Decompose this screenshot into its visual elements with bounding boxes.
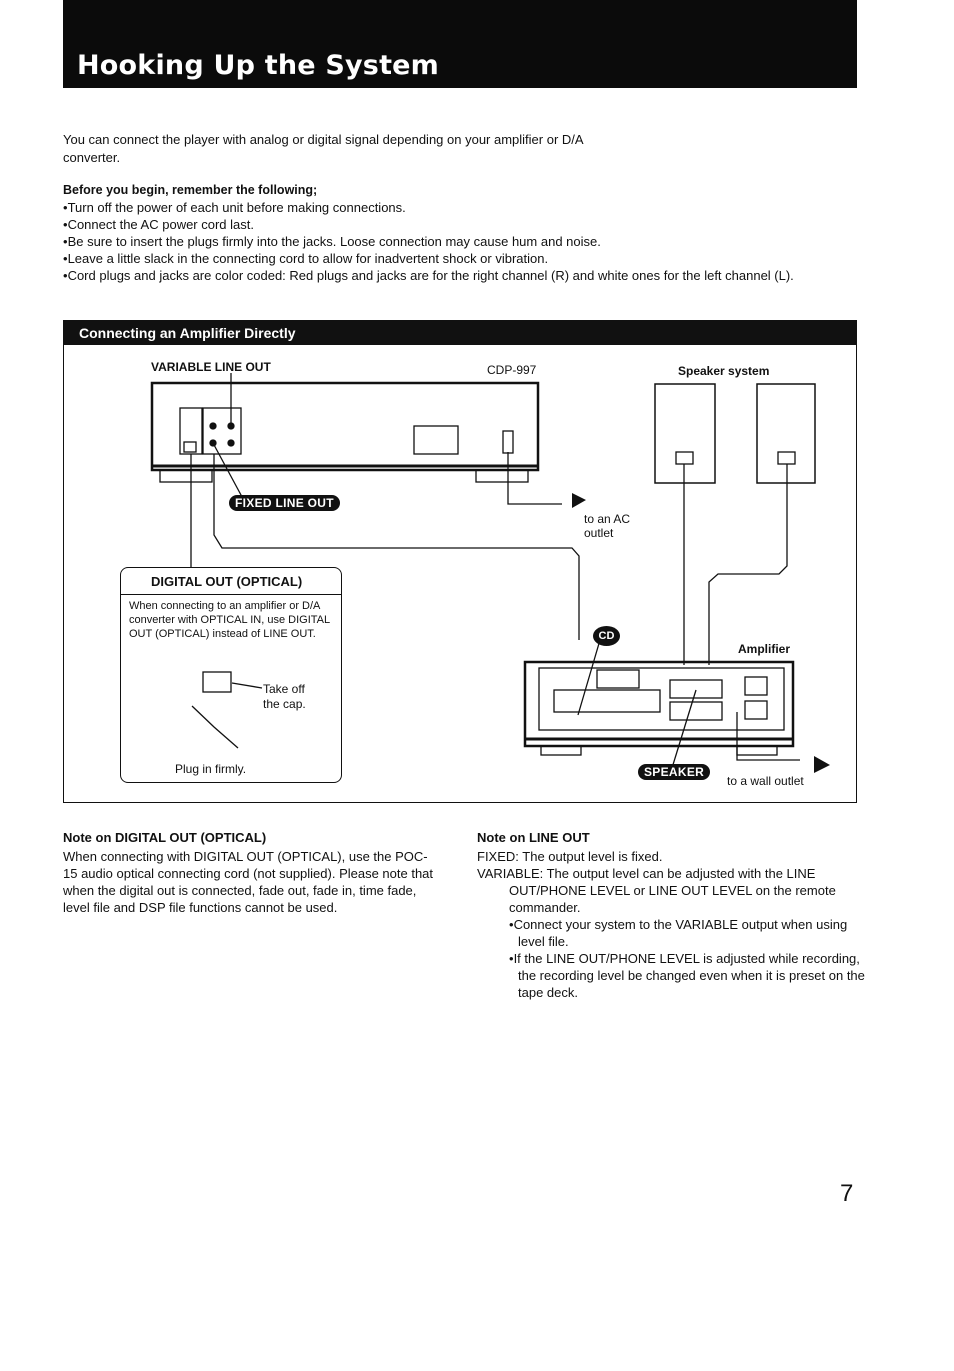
wall-outlet-label: to a wall outlet <box>727 774 804 788</box>
cd-badge: CD <box>593 626 620 646</box>
digital-out-text: When connecting to an amplifier or D/A c… <box>129 600 330 640</box>
amplifier-illustration <box>523 660 795 756</box>
note-line-out-body: FIXED: The output level is fixed. VARIAB… <box>477 848 867 1001</box>
cd-player-illustration <box>150 381 540 483</box>
list-item: Leave a little slack in the connecting c… <box>63 250 833 267</box>
cdp-model-label: CDP-997 <box>487 363 537 377</box>
speaker-system-label: Speaker system <box>678 364 770 378</box>
fixed-line-out-badge: FIXED LINE OUT <box>229 495 340 511</box>
list-item: Be sure to insert the plugs firmly into … <box>63 233 833 250</box>
connection-section: Connecting an Amplifier Directly <box>63 320 857 803</box>
digital-out-heading: DIGITAL OUT (OPTICAL) <box>151 574 303 589</box>
list-item: Connect the AC power cord last. <box>63 216 833 233</box>
amplifier-label: Amplifier <box>738 642 791 656</box>
ac-outlet-label-2: outlet <box>584 526 614 540</box>
speaker-badge: SPEAKER <box>638 764 711 780</box>
variable-text-2: OUT/PHONE LEVEL or LINE OUT LEVEL on the… <box>509 883 836 915</box>
list-item: Cord plugs and jacks are color coded: Re… <box>63 267 833 284</box>
before-heading: Before you begin, remember the following… <box>63 183 318 197</box>
variable-text-1: VARIABLE: The output level can be adjust… <box>477 866 816 881</box>
take-off-label-2: the cap. <box>263 697 306 711</box>
speaker-illustration <box>654 383 816 484</box>
digital-out-box: DIGITAL OUT (OPTICAL) When connecting to… <box>120 567 342 783</box>
variable-line-out-label: VARIABLE LINE OUT <box>151 360 271 374</box>
list-item: Connect your system to the VARIABLE outp… <box>477 916 867 950</box>
ac-outlet-label-1: to an AC <box>584 512 631 526</box>
fixed-text: FIXED: The output level is fixed. <box>477 849 663 864</box>
note-digital-heading: Note on DIGITAL OUT (OPTICAL) <box>63 830 267 845</box>
note-line-out-heading: Note on LINE OUT <box>477 830 590 845</box>
title-bar: Hooking Up the System <box>63 0 857 88</box>
take-off-label-1: Take off <box>263 682 305 696</box>
divider <box>121 594 341 595</box>
note-digital-text: When connecting with DIGITAL OUT (OPTICA… <box>63 849 434 915</box>
page-title: Hooking Up the System <box>77 50 440 81</box>
intro-text: You can connect the player with analog o… <box>63 132 583 165</box>
list-item: Turn off the power of each unit before m… <box>63 199 833 216</box>
plug-in-label: Plug in firmly. <box>175 762 247 776</box>
page-number: 7 <box>840 1180 854 1207</box>
precaution-list: Turn off the power of each unit before m… <box>63 199 833 284</box>
list-item: If the LINE OUT/PHONE LEVEL is adjusted … <box>477 950 867 1001</box>
section-title: Connecting an Amplifier Directly <box>79 325 296 341</box>
section-header: Connecting an Amplifier Directly <box>64 321 856 345</box>
